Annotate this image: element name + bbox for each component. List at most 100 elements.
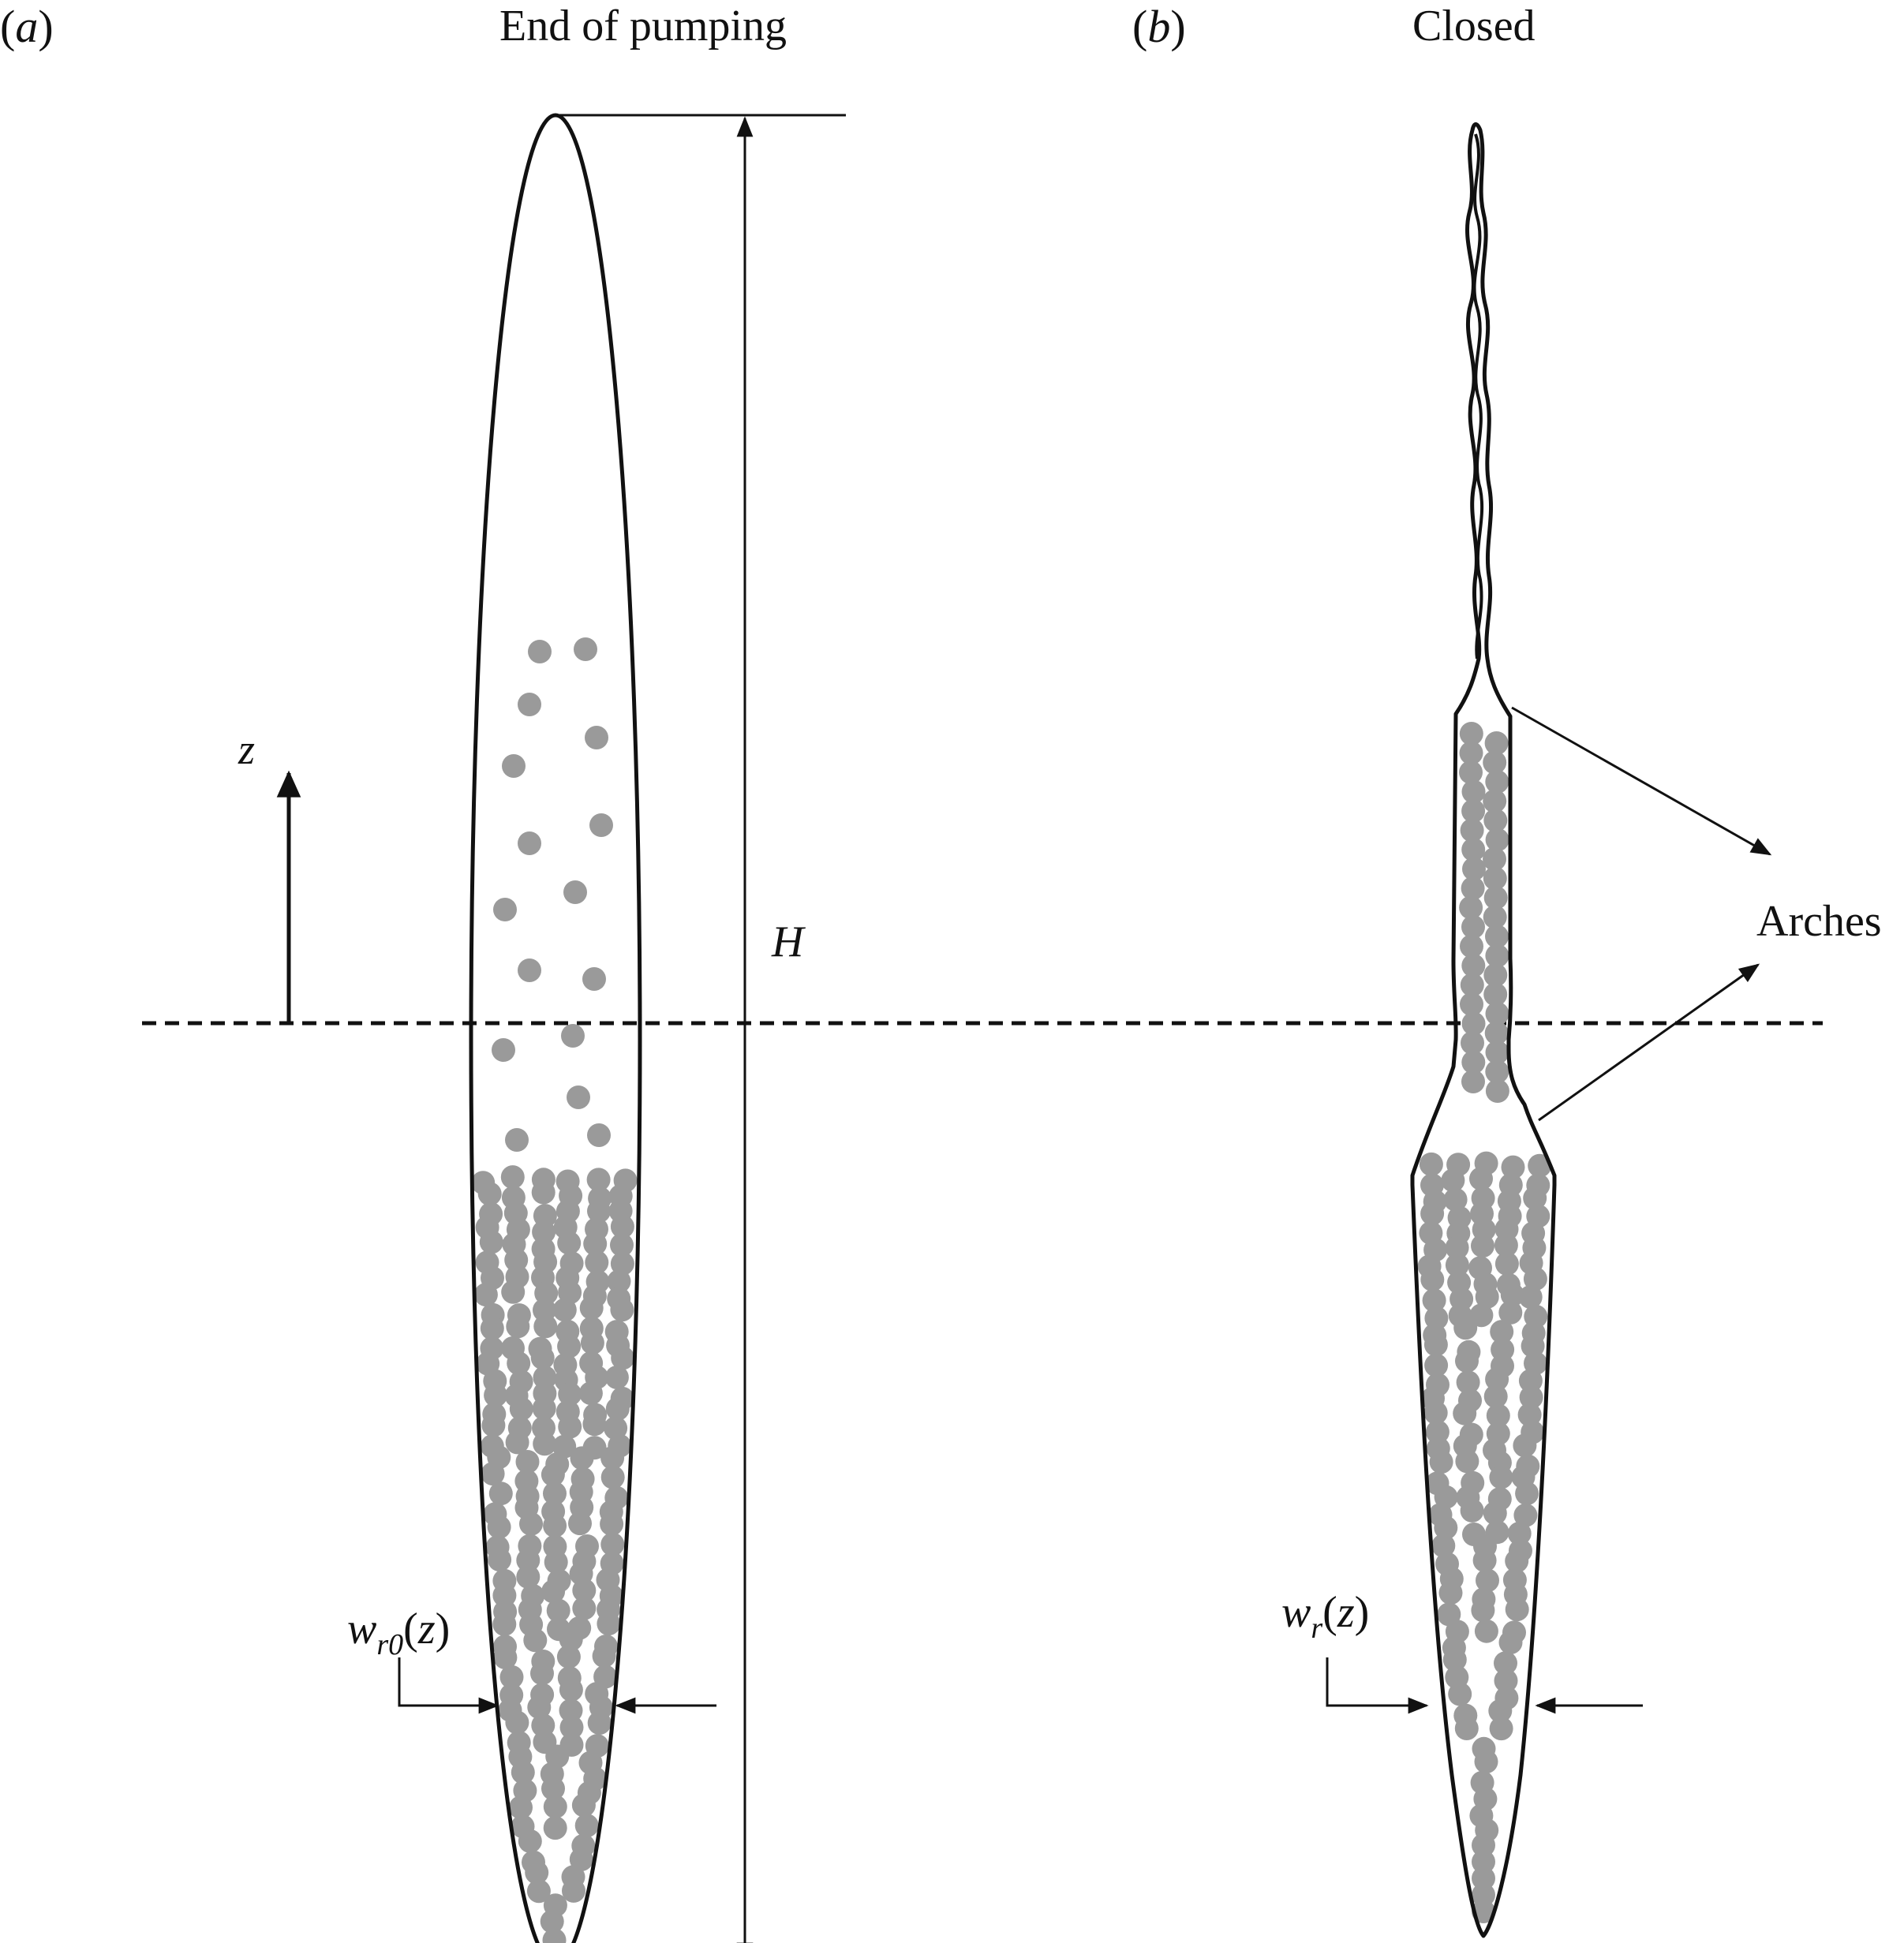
width-arrow-left-a — [398, 1657, 499, 1714]
particle-a — [541, 1579, 566, 1604]
particle-a — [526, 1879, 551, 1904]
fracture-outline-a — [469, 113, 642, 1943]
particle-b — [1459, 741, 1483, 765]
particle-b — [1488, 1698, 1513, 1723]
particle-a — [519, 1511, 543, 1536]
particle-b — [1500, 1283, 1524, 1307]
particle-a — [557, 1231, 582, 1255]
particle-b — [1489, 1717, 1513, 1741]
particle-b — [1453, 1316, 1478, 1340]
particle-b — [1472, 1833, 1495, 1857]
particle-a — [600, 1446, 625, 1470]
particle-b — [1489, 1465, 1513, 1489]
particle-a — [509, 1397, 533, 1421]
particle-a — [610, 1298, 634, 1322]
particle-a — [571, 1793, 596, 1818]
particle-a — [533, 1432, 557, 1456]
particle-b — [1485, 1002, 1509, 1026]
particle-a — [611, 1346, 635, 1370]
particle-b — [1483, 1501, 1507, 1526]
particle-a — [505, 1128, 529, 1152]
particle-a — [518, 958, 541, 982]
particle-a — [585, 726, 608, 749]
particle-a — [572, 1596, 597, 1620]
particle-a — [562, 1878, 585, 1903]
particle-b — [1484, 1021, 1509, 1045]
particle-a — [557, 1334, 582, 1358]
particle-b — [1424, 1353, 1449, 1377]
particle-a — [500, 1165, 525, 1190]
particle-a — [516, 1548, 541, 1572]
particle-b — [1420, 1201, 1445, 1226]
particle-b — [1460, 992, 1483, 1016]
particle-b — [1459, 895, 1483, 920]
particle-b — [1485, 1041, 1509, 1064]
particle-a — [604, 1366, 629, 1389]
particle-a — [531, 1180, 555, 1205]
particle-a — [559, 1627, 583, 1652]
particle-b — [1528, 1153, 1552, 1178]
particle-a — [572, 1579, 597, 1602]
particle-b — [1462, 857, 1486, 881]
particle-a — [509, 1795, 533, 1820]
particle-a — [556, 1645, 581, 1669]
particle-a — [543, 1514, 567, 1538]
particle-a — [574, 1814, 599, 1838]
particle-b — [1434, 1515, 1458, 1540]
particle-b — [1454, 1717, 1479, 1740]
particle-a — [541, 1463, 565, 1487]
particle-a — [543, 1482, 567, 1506]
particle-b — [1485, 1079, 1509, 1103]
particle-a — [493, 1646, 518, 1670]
particle-a — [502, 754, 526, 778]
particle-b — [1460, 934, 1483, 958]
particle-b — [1461, 1011, 1486, 1036]
particle-b — [1443, 1187, 1468, 1212]
particle-a — [523, 1628, 548, 1653]
particle-b — [1475, 1284, 1499, 1309]
particle-b — [1471, 1598, 1495, 1623]
particle-b — [1523, 1267, 1547, 1291]
particle-b — [1442, 1647, 1467, 1672]
particle-b — [1501, 1155, 1525, 1179]
particle-b — [1455, 1349, 1479, 1373]
particle-a — [558, 1414, 582, 1439]
panel-b-label: (b) — [1132, 1, 1186, 52]
particle-b — [1485, 943, 1509, 968]
particle-b — [1483, 866, 1507, 891]
particle-a — [506, 1314, 530, 1339]
z-axis-label: z — [238, 726, 255, 773]
width-label-b: wr(z) — [1281, 1588, 1369, 1645]
arches-arrow-upper — [1511, 706, 1772, 856]
particle-b — [1425, 1420, 1450, 1444]
particle-b — [1474, 1750, 1498, 1774]
particle-a — [561, 1024, 585, 1048]
particle-b — [1483, 982, 1508, 1007]
particle-a — [610, 1233, 634, 1257]
particle-a — [600, 1465, 625, 1489]
particle-b — [1472, 1866, 1495, 1890]
particle-b — [1474, 1619, 1498, 1643]
particle-a — [543, 1795, 567, 1819]
particle-b — [1471, 1234, 1494, 1258]
particle-a — [583, 1231, 608, 1256]
particle-b — [1486, 1403, 1510, 1428]
particle-b — [1461, 1050, 1486, 1074]
particle-b — [1485, 828, 1509, 852]
particle-a — [542, 1928, 567, 1943]
particle-a — [544, 1550, 568, 1575]
particle-a — [558, 1382, 582, 1407]
particle-a — [480, 1316, 504, 1340]
particle-a — [570, 1446, 594, 1470]
particle-a — [582, 1412, 607, 1437]
particle-a — [592, 1644, 616, 1668]
particle-b — [1460, 818, 1484, 843]
particle-a — [493, 898, 517, 921]
particle-a — [516, 1564, 541, 1589]
particle-a — [559, 1715, 584, 1739]
width-arrow-left-b — [1326, 1657, 1429, 1714]
particle-a — [540, 1909, 564, 1934]
particle-a — [515, 1450, 540, 1474]
particle-a — [605, 1396, 630, 1421]
particle-b — [1461, 954, 1486, 977]
